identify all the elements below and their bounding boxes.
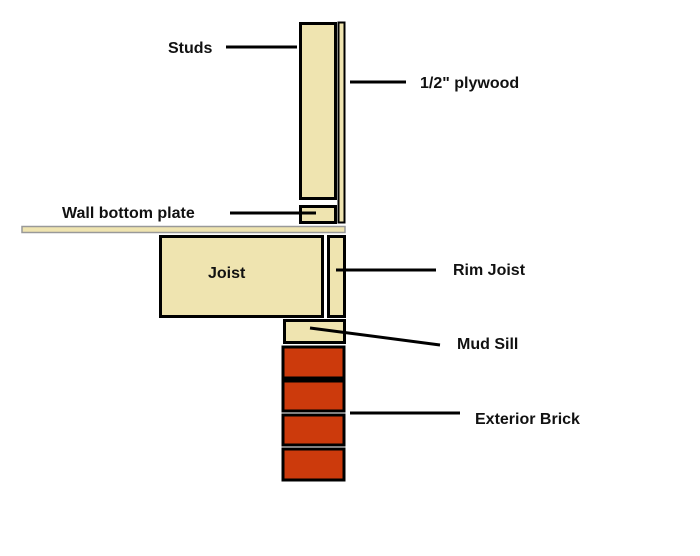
label-plywood: 1/2" plywood	[420, 75, 519, 92]
label-studs: Studs	[168, 40, 213, 57]
label-joist: Joist	[208, 265, 246, 282]
plywood-sheathing	[337, 21, 346, 224]
mud-sill-leader	[309, 326, 441, 347]
label-rim-joist: Rim Joist	[453, 262, 526, 279]
brick	[281, 345, 346, 380]
brick	[281, 447, 346, 482]
label-exterior-brick: Exterior Brick	[475, 411, 580, 428]
studs	[299, 22, 337, 200]
brick	[281, 413, 346, 447]
rim-joist	[327, 235, 346, 318]
brick	[281, 379, 346, 413]
label-mud-sill: Mud Sill	[457, 336, 518, 353]
joist	[159, 235, 324, 318]
label-bottom-plate: Wall bottom plate	[62, 205, 195, 222]
subfloor	[21, 225, 346, 234]
